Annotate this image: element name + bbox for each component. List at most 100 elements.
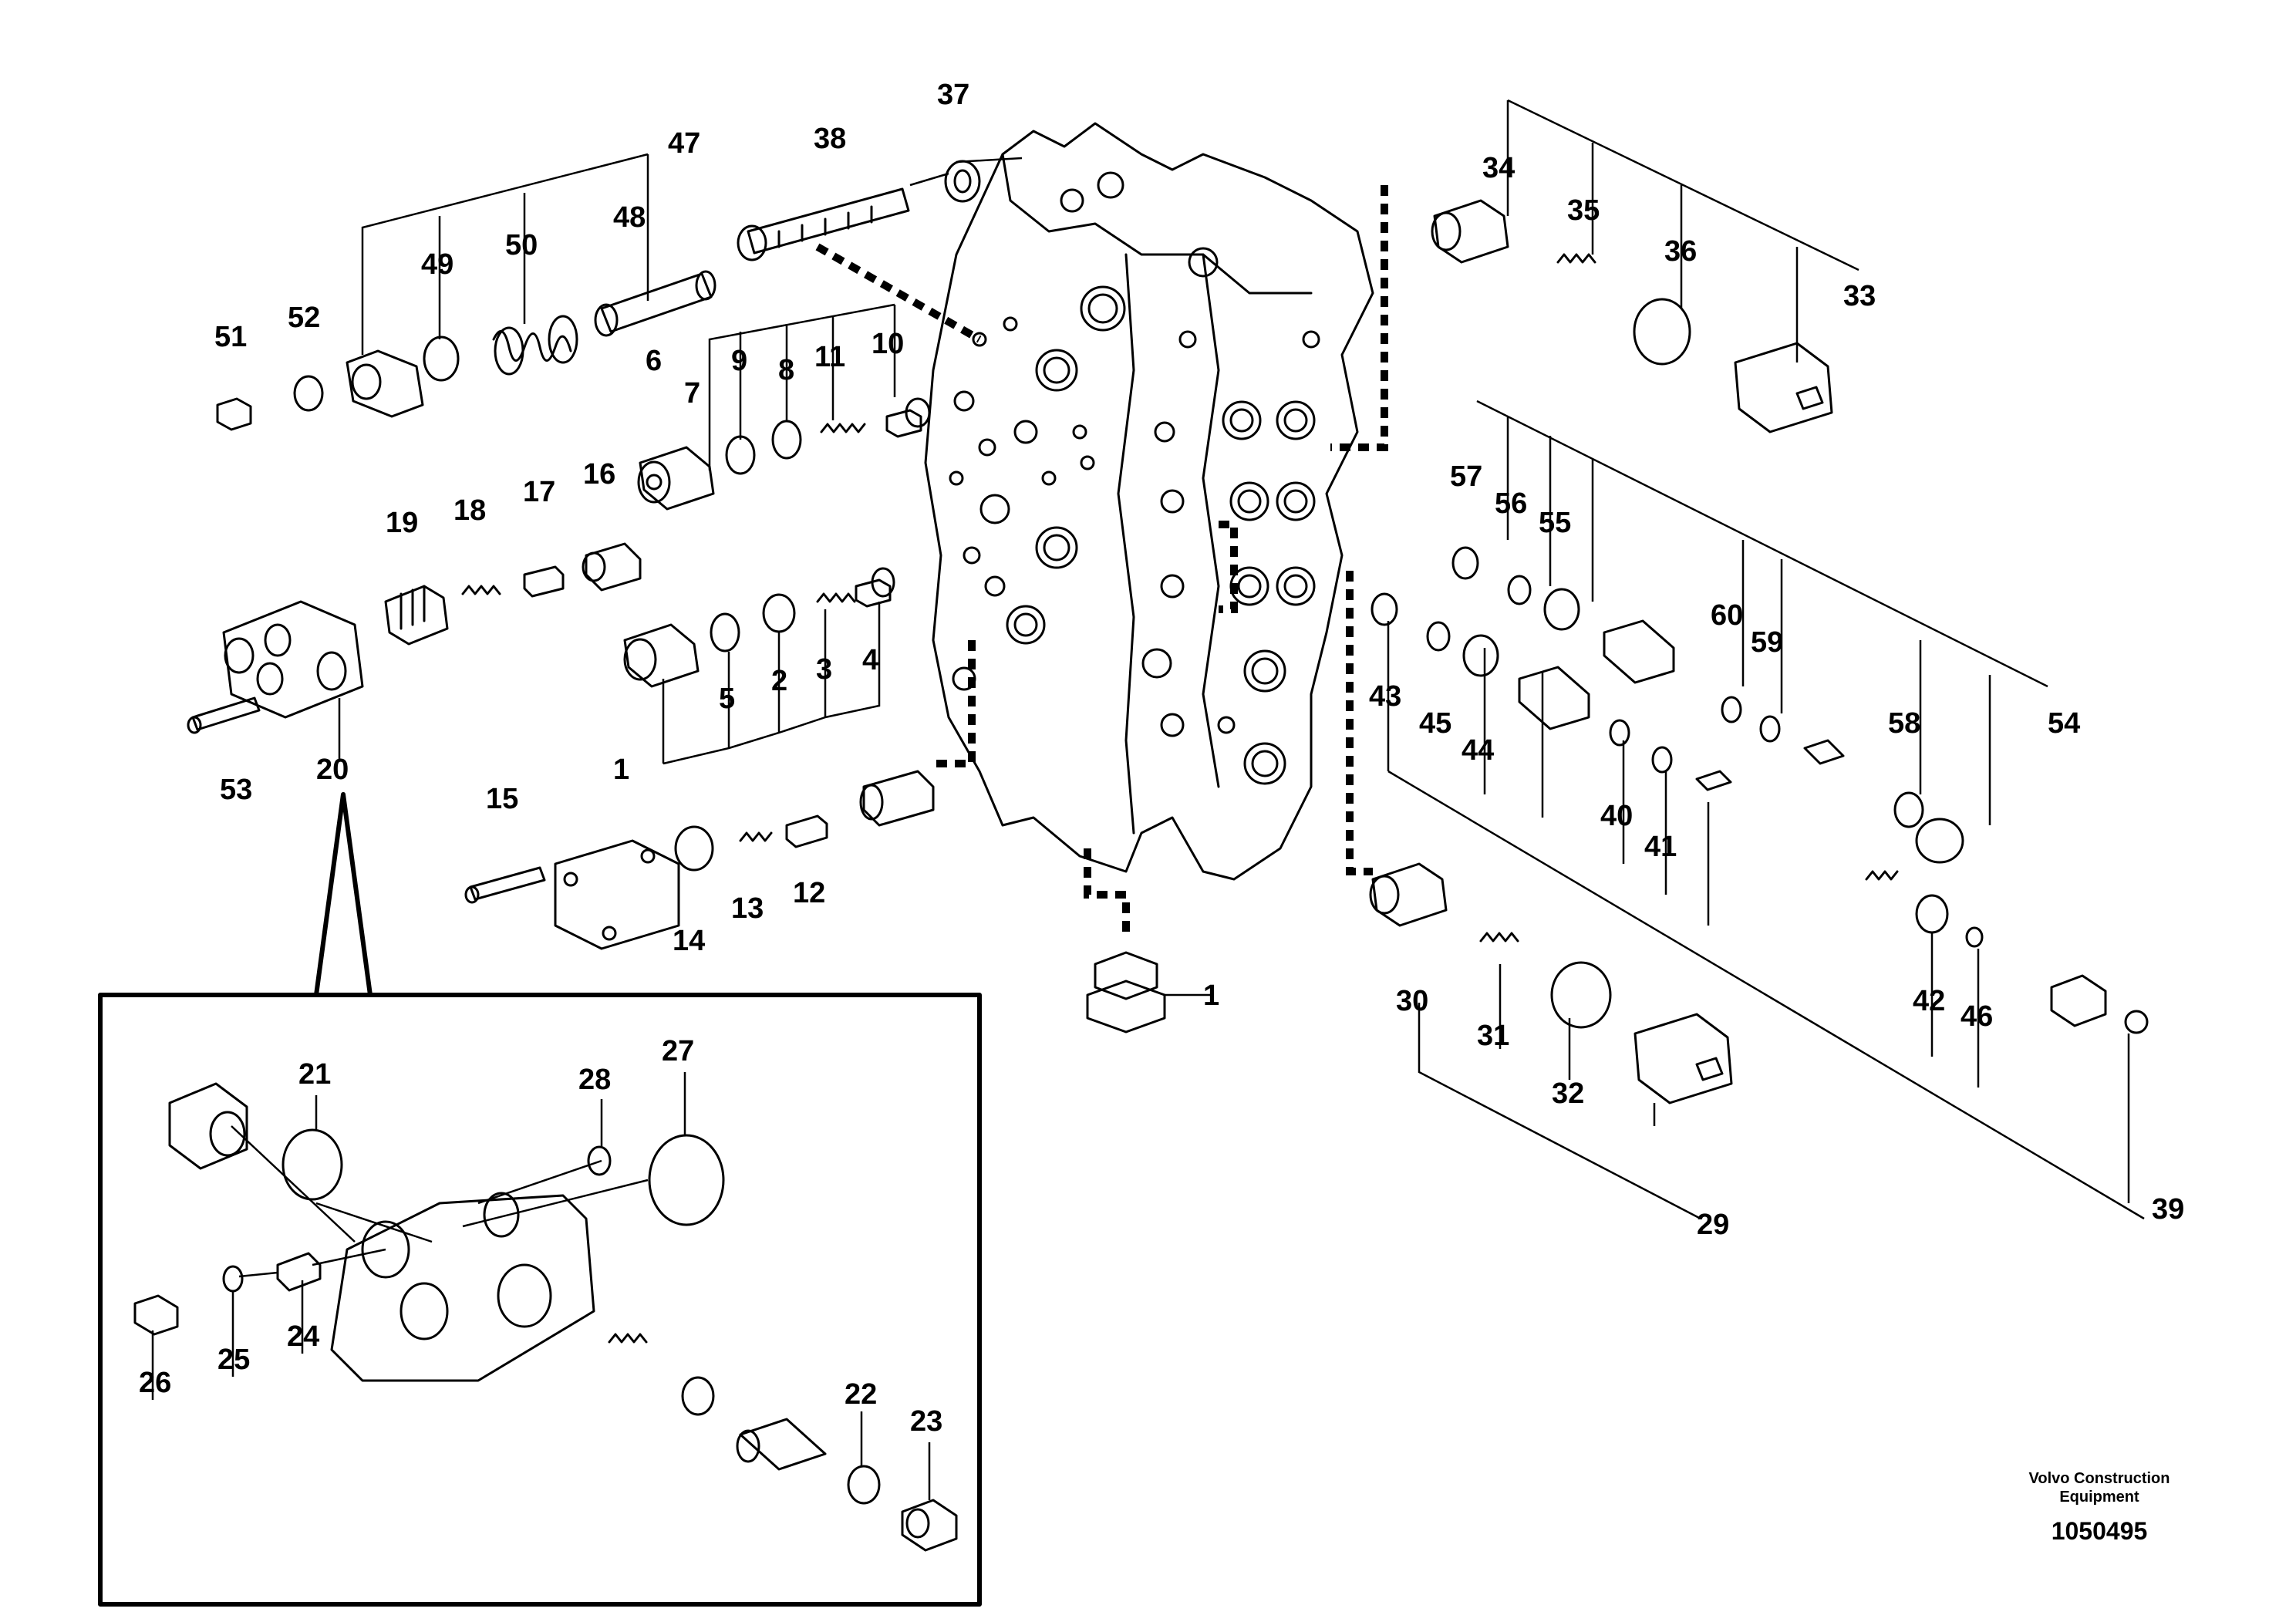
callout-labels: 47 38 37 49 50 48 51 52 6 9 8 11 10 7 19…: [139, 79, 2184, 1438]
spool-48: [594, 270, 716, 337]
inset-leader-lines: [151, 1072, 931, 1500]
callout-13: 13: [731, 892, 764, 925]
spring-11: [820, 423, 866, 433]
sleeve-upper-left: [859, 770, 935, 827]
callout-22: 22: [845, 1378, 877, 1411]
o-ring-46: [1965, 926, 1984, 948]
o-ring-2: [762, 593, 796, 633]
callout-20: 20: [316, 754, 349, 786]
callout-38: 38: [814, 123, 846, 155]
callout-30: 30: [1396, 985, 1428, 1017]
inset-o-ring-25: [222, 1265, 244, 1293]
washer-37: [944, 160, 981, 203]
inset-spring: [608, 1333, 648, 1344]
sleeve-40: [1518, 666, 1590, 730]
callout-40: 40: [1600, 800, 1633, 832]
bolt-15: [464, 866, 546, 904]
manufacturer-label: Volvo Construction Equipment: [2028, 1470, 2170, 1506]
callout-8: 8: [778, 354, 794, 386]
poppet-59: [1803, 739, 1845, 765]
plug-33: [1734, 342, 1833, 433]
callout-34: 34: [1482, 152, 1515, 184]
drawing-footer: Volvo Construction Equipment 1050495: [2011, 1469, 2188, 1546]
callout-46: 46: [1961, 1000, 1993, 1033]
cap-54: [1915, 818, 1964, 864]
axis-dashed-lines: [815, 185, 1388, 933]
spring-35: [1556, 253, 1596, 264]
callout-37: 37: [937, 79, 969, 111]
plug-29: [1633, 1013, 1733, 1104]
inset-plug-23: [901, 1499, 958, 1552]
callout-57: 57: [1450, 460, 1482, 493]
callout-45: 45: [1419, 707, 1451, 740]
callout-31: 31: [1477, 1020, 1509, 1052]
callout-32: 32: [1552, 1077, 1584, 1110]
callout-39: 39: [2152, 1193, 2184, 1226]
callout-27: 27: [662, 1035, 694, 1067]
callout-28: 28: [578, 1064, 611, 1096]
poppet-10: [885, 397, 931, 438]
bolt-53: [187, 696, 261, 734]
callout-36: 36: [1664, 235, 1697, 268]
callout-42: 42: [1913, 985, 1945, 1017]
o-ring-41: [1651, 746, 1673, 774]
callout-52: 52: [288, 302, 320, 334]
callout-10: 10: [872, 328, 904, 360]
spring-13: [739, 831, 773, 842]
plug-7: [637, 446, 715, 511]
callout-49: 49: [421, 248, 453, 281]
callout-48: 48: [613, 201, 646, 234]
callout-23: 23: [910, 1405, 942, 1438]
spring-50: [492, 315, 578, 376]
o-ring-59: [1759, 715, 1781, 743]
inset-seat: [681, 1376, 715, 1416]
spring-18: [461, 585, 501, 595]
inset-o-ring-28: [587, 1145, 612, 1176]
o-ring-56: [1507, 575, 1532, 605]
seat-16: [582, 542, 642, 592]
callout-60: 60: [1711, 599, 1743, 632]
callout-19: 19: [386, 507, 418, 539]
o-ring-32: [1550, 961, 1612, 1029]
valve-body-20: [222, 600, 364, 719]
callout-43: 43: [1369, 680, 1401, 713]
callout-33: 33: [1843, 280, 1876, 312]
o-ring-14: [674, 825, 714, 872]
sleeve-30: [1369, 862, 1448, 927]
callout-54: 54: [2048, 707, 2080, 740]
callout-55: 55: [1539, 507, 1571, 539]
callout-29: 29: [1697, 1209, 1729, 1241]
inset-o-ring-21: [282, 1128, 343, 1201]
callout-17: 17: [523, 476, 555, 508]
o-ring-9: [725, 435, 756, 475]
poppet-4: [855, 567, 895, 608]
plug-1-upper: [623, 623, 700, 688]
plug-51: [216, 397, 252, 431]
o-ring-40: [1609, 719, 1630, 747]
callout-26: 26: [139, 1367, 171, 1399]
callout-51: 51: [214, 321, 247, 353]
callout-50: 50: [505, 229, 538, 261]
o-ring-55: [1543, 588, 1580, 631]
callout-3: 3: [816, 653, 832, 686]
callout-35: 35: [1567, 194, 1600, 227]
o-ring-45: [1426, 621, 1451, 652]
spool-41: [1695, 770, 1732, 791]
spring-31: [1479, 932, 1519, 943]
callout-2: 2: [771, 665, 787, 697]
poppet-12: [785, 814, 828, 848]
o-ring-44: [1462, 634, 1499, 677]
callout-7: 7: [684, 377, 700, 410]
spring-3: [816, 592, 856, 603]
o-ring-52: [293, 375, 324, 412]
callout-1-lower: 1: [1203, 980, 1219, 1012]
cover-plate-14: [554, 839, 680, 950]
inset-o-ring-22: [847, 1465, 881, 1505]
inset-poppet-24: [276, 1252, 322, 1292]
o-ring-8: [771, 420, 802, 460]
inset-o-ring-27: [648, 1134, 725, 1226]
callout-47: 47: [668, 127, 700, 160]
o-ring-60: [1721, 696, 1742, 723]
sleeve-55: [1603, 619, 1675, 684]
callout-56: 56: [1495, 487, 1527, 520]
